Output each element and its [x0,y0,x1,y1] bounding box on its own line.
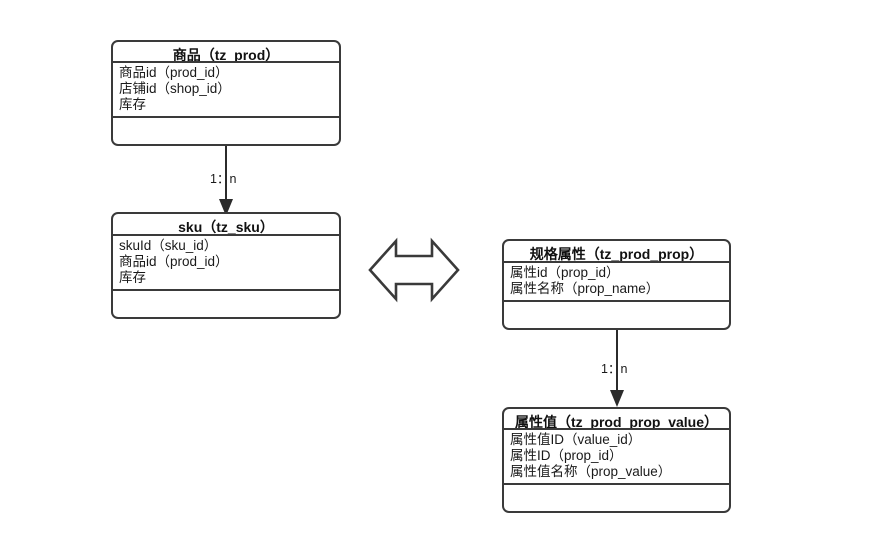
entity-box-tz-prod-prop-value[interactable]: 属性值（tz_prod_prop_value） 属性值ID（value_id） … [502,407,731,513]
entity-attributes-tz-sku: skuId（sku_id） 商品id（prod_id） 库存 [113,236,339,291]
arrowhead-filled-icon [219,199,233,216]
entity-title-tz-sku: sku（tz_sku） [113,214,339,236]
attribute-row: 属性值名称（prop_value） [510,464,672,479]
entity-operations-tz-prod [113,118,339,144]
attribute-row: 商品id（prod_id） [119,65,229,80]
entity-operations-tz-prod-prop [504,302,729,328]
entity-title-tz-prod: 商品（tz_prod） [113,42,339,63]
entity-attributes-tz-prod: 商品id（prod_id） 店铺id（shop_id） 库存 [113,63,339,118]
entity-title-tz-prod-prop: 规格属性（tz_prod_prop） [504,241,729,263]
bidirectional-arrow-icon [368,236,460,304]
entity-operations-tz-prod-prop-value [504,485,729,511]
entity-operations-tz-sku [113,291,339,317]
entity-title-tz-prod-prop-value: 属性值（tz_prod_prop_value） [504,409,729,430]
attribute-row: skuId（sku_id） [119,238,218,253]
attribute-row: 商品id（prod_id） [119,254,229,269]
attribute-row: 属性id（prop_id） [510,265,620,280]
cardinality-label-prod-sku: 1：n [210,172,237,186]
relation-connector-prod-to-sku [216,146,236,216]
attribute-row: 属性值ID（value_id） [510,432,642,447]
attribute-row: 库存 [119,270,146,285]
attribute-row: 店铺id（shop_id） [119,81,231,96]
entity-box-tz-sku[interactable]: sku（tz_sku） skuId（sku_id） 商品id（prod_id） … [111,212,341,319]
bidirectional-arrow-shape [368,237,460,303]
entity-attributes-tz-prod-prop-value: 属性值ID（value_id） 属性ID（prop_id） 属性值名称（prop… [504,430,729,485]
attribute-row: 属性名称（prop_name） [510,281,660,296]
entity-box-tz-prod[interactable]: 商品（tz_prod） 商品id（prod_id） 店铺id（shop_id） … [111,40,341,146]
relation-connector-prop-to-prop-value [607,330,627,407]
attribute-row: 属性ID（prop_id） [510,448,623,463]
cardinality-label-prop-prop-value: 1：n [601,362,628,376]
arrowhead-filled-icon [610,390,624,407]
attribute-row: 库存 [119,97,146,112]
entity-attributes-tz-prod-prop: 属性id（prop_id） 属性名称（prop_name） [504,263,729,302]
entity-box-tz-prod-prop[interactable]: 规格属性（tz_prod_prop） 属性id（prop_id） 属性名称（pr… [502,239,731,330]
